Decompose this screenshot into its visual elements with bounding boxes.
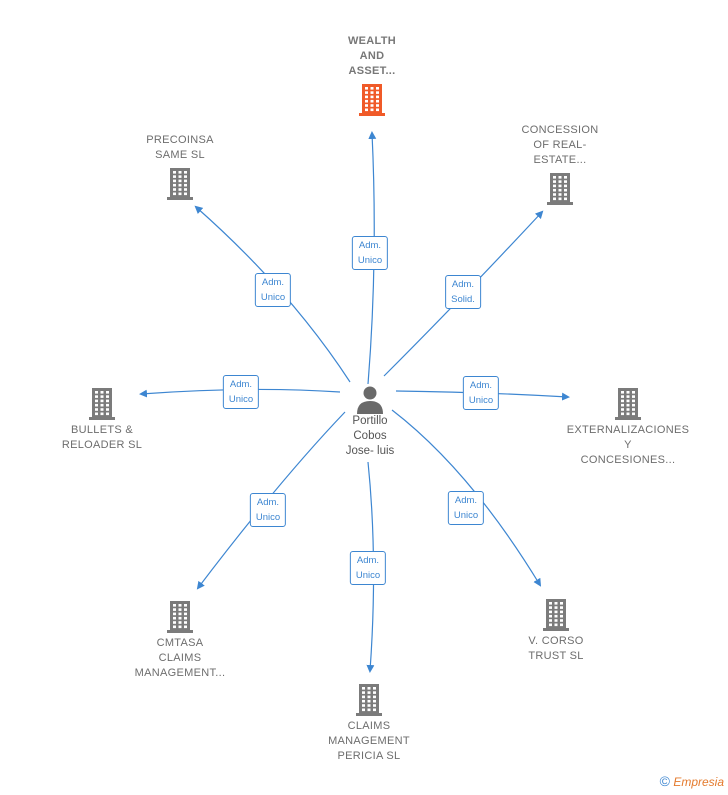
building-shape xyxy=(167,168,193,200)
relation-edge-cmtasa xyxy=(196,411,346,590)
company-node-concession[interactable]: CONCESSION OF REAL- ESTATE... xyxy=(495,123,625,208)
brand-name: Empresia xyxy=(673,775,724,789)
relation-badge-externalizaciones[interactable]: Adm. Unico xyxy=(462,376,500,410)
company-node-bullets[interactable]: BULLETS & RELOADER SL xyxy=(37,383,167,453)
footer-brand: © Empresia xyxy=(660,773,724,789)
company-name: CONCESSION OF REAL- ESTATE... xyxy=(521,124,599,166)
company-node-wealth[interactable]: WEALTH AND ASSET... xyxy=(307,34,437,119)
company-node-externalizaciones[interactable]: EXTERNALIZACIONES Y CONCESIONES... xyxy=(563,383,693,468)
building-shape xyxy=(359,84,385,116)
company-name: WEALTH AND ASSET... xyxy=(347,35,397,77)
relation-badge-bullets[interactable]: Adm. Unico xyxy=(222,375,260,409)
company-node-claims[interactable]: CLAIMS MANAGEMENT PERICIA SL xyxy=(304,679,434,764)
relation-edge-vcorso xyxy=(391,409,542,587)
company-node-precoinsa[interactable]: PRECOINSA SAME SL xyxy=(115,133,245,203)
company-name: BULLETS & RELOADER SL xyxy=(61,424,143,451)
person-node[interactable]: Portillo Cobos Jose- luis xyxy=(320,384,420,459)
company-name: PRECOINSA SAME SL xyxy=(146,134,214,161)
person-icon xyxy=(357,386,383,414)
building-shape xyxy=(547,173,573,205)
company-name: CLAIMS MANAGEMENT PERICIA SL xyxy=(328,720,410,762)
relation-badge-concession[interactable]: Adm. Solid. xyxy=(445,275,481,309)
relation-badge-cmtasa[interactable]: Adm. Unico xyxy=(249,493,287,527)
building-shape xyxy=(356,684,382,716)
building-shape xyxy=(615,388,641,420)
relation-badge-wealth[interactable]: Adm. Unico xyxy=(351,236,389,270)
building-shape xyxy=(167,601,193,633)
relation-badge-claims[interactable]: Adm. Unico xyxy=(349,551,387,585)
person-name: Portillo Cobos Jose- luis xyxy=(345,415,395,457)
company-name: CMTASA CLAIMS MANAGEMENT... xyxy=(134,637,226,679)
relation-badge-precoinsa[interactable]: Adm. Unico xyxy=(254,273,292,307)
building-shape xyxy=(543,599,569,631)
relation-badge-vcorso[interactable]: Adm. Unico xyxy=(447,491,485,525)
copyright-icon: © xyxy=(659,773,670,789)
company-node-cmtasa[interactable]: CMTASA CLAIMS MANAGEMENT... xyxy=(115,596,245,681)
company-name: V. CORSO TRUST SL xyxy=(528,635,584,662)
building-shape xyxy=(89,388,115,420)
company-node-vcorso[interactable]: V. CORSO TRUST SL xyxy=(491,594,621,664)
company-name: EXTERNALIZACIONES Y CONCESIONES... xyxy=(566,424,690,466)
